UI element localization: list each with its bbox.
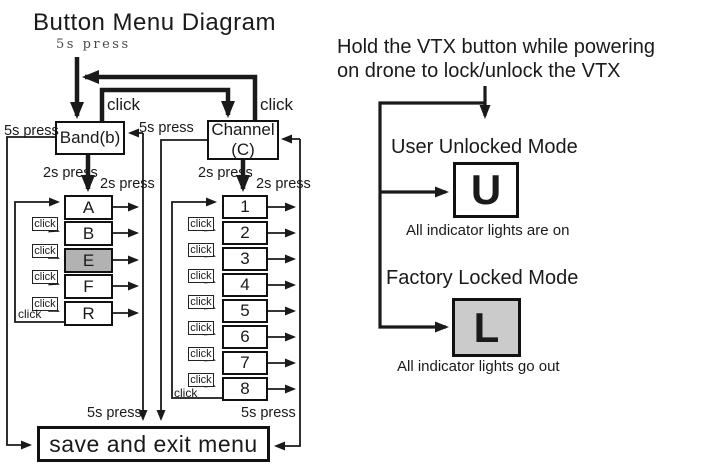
band-item-E-selected: E: [64, 248, 113, 273]
band-click-tag-2: click: [32, 244, 58, 258]
user-unlocked-mode-title: User Unlocked Mode: [391, 136, 578, 158]
channel-item-5: 5: [222, 299, 268, 323]
channel-item-6: 6: [222, 325, 268, 349]
press-2s-channel-right-label: 2s press: [256, 176, 311, 192]
band-item-B: B: [64, 221, 113, 246]
click-label: click: [34, 245, 56, 257]
channel-item-3: 3: [222, 247, 268, 271]
vtx-heading-line1: Hold the VTX button while powering: [337, 36, 655, 58]
channel-item-2-label: 2: [240, 223, 250, 242]
click-label: click: [190, 296, 212, 308]
channel-item-7: 7: [222, 351, 268, 375]
channel-item-7-label: 7: [240, 353, 250, 372]
band-item-A: A: [64, 195, 113, 220]
click-band-to-channel-label: click: [107, 95, 141, 114]
channel-click-tag-2: click: [188, 243, 214, 257]
band-item-A-label: A: [82, 197, 95, 217]
click-label: click: [190, 348, 212, 360]
save-and-exit-label: save and exit menu: [49, 430, 258, 457]
press-5s-far-left-label: 5s press: [4, 123, 59, 139]
band-click-tag-4: click: [32, 297, 58, 311]
channel-click-tag-6: click: [188, 347, 214, 361]
factory-locked-mode-title: Factory Locked Mode: [386, 267, 579, 289]
channel-item-1: 1: [222, 195, 268, 219]
save-and-exit-box: save and exit menu: [37, 426, 270, 462]
channel-menu-label-line2: (C): [231, 140, 255, 159]
band-item-F: F: [64, 274, 113, 299]
locked-mode-caption: All indicator lights go out: [397, 358, 560, 375]
channel-item-4-label: 4: [240, 275, 250, 294]
click-label: click: [34, 271, 56, 283]
press-5s-bottom-left-label: 5s press: [87, 405, 142, 421]
press-2s-band-left-label: 2s press: [43, 165, 98, 181]
band-click-tag-1: click: [32, 217, 58, 231]
click-label: click: [190, 218, 212, 230]
click-label: click: [190, 244, 212, 256]
channel-item-2: 2: [222, 221, 268, 245]
channel-item-8-label: 8: [240, 379, 250, 398]
unlocked-mode-symbol: U: [470, 166, 502, 213]
band-item-R: R: [64, 301, 113, 326]
click-label: click: [34, 218, 56, 230]
click-label: click: [190, 374, 212, 386]
press-2s-channel-left-label: 2s press: [198, 165, 253, 181]
click-channel-to-band-label: click: [260, 95, 294, 114]
band-item-F-label: F: [83, 276, 94, 296]
press-5s-bottom-right-label: 5s press: [241, 405, 296, 421]
unlocked-mode-indicator-box: U: [453, 162, 519, 218]
channel-click-tag-1: click: [188, 217, 214, 231]
channel-click-loop-label: click: [174, 386, 198, 400]
lock-unlock-arrows: [378, 86, 491, 333]
band-item-E-label: E: [82, 250, 95, 270]
band-item-B-label: B: [82, 223, 95, 243]
click-label: click: [34, 298, 56, 310]
channel-item-1-label: 1: [240, 197, 250, 216]
channel-click-tag-4: click: [188, 295, 214, 309]
band-item-R-label: R: [82, 303, 95, 323]
locked-mode-symbol: L: [473, 303, 500, 351]
channel-item-3-label: 3: [240, 249, 250, 268]
channel-item-4: 4: [222, 273, 268, 297]
channel-item-5-label: 5: [240, 301, 250, 320]
channel-click-tag-7: click: [188, 373, 214, 387]
click-label: click: [190, 322, 212, 334]
press-2s-band-right-label: 2s press: [100, 176, 155, 192]
channel-item-6-label: 6: [240, 327, 250, 346]
press-5s-mid-label: 5s press: [139, 120, 194, 136]
locked-mode-indicator-box: L: [452, 298, 521, 357]
click-label: click: [190, 270, 212, 282]
channel-click-tag-5: click: [188, 321, 214, 335]
band-click-tag-3: click: [32, 270, 58, 284]
channel-click-tag-3: click: [188, 269, 214, 283]
band-click-loop-label: click: [18, 307, 42, 321]
vtx-heading-line2: on drone to lock/unlock the VTX: [337, 60, 621, 82]
band-menu-box: Band(b): [55, 121, 125, 155]
unlocked-mode-caption: All indicator lights are on: [406, 222, 570, 239]
channel-item-8: 8: [222, 377, 268, 401]
band-menu-label: Band(b): [59, 128, 121, 147]
channel-menu-box: Channel (C): [207, 120, 279, 160]
press-5s-top-label: 5s press: [56, 37, 131, 52]
diagram-title: Button Menu Diagram: [33, 9, 276, 36]
thick-menu-arrows: [70, 57, 258, 192]
channel-menu-label-line1: Channel: [211, 120, 275, 139]
